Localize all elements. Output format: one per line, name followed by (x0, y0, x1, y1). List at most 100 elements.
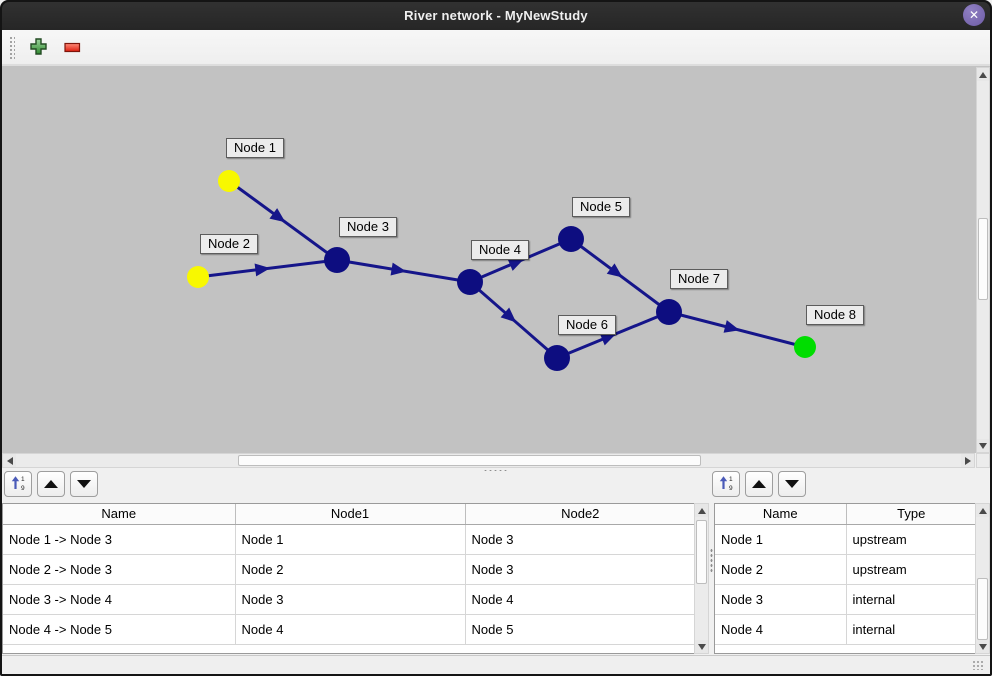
table-cell[interactable]: Node 4 (465, 584, 694, 615)
move-down-button[interactable] (70, 471, 98, 497)
node-label[interactable]: Node 2 (200, 234, 258, 254)
table-cell[interactable]: Node 1 (715, 524, 847, 555)
node-label[interactable]: Node 4 (471, 240, 529, 260)
node-label[interactable]: Node 3 (339, 217, 397, 237)
column-header[interactable]: Type (846, 504, 975, 525)
vscroll-thumb[interactable] (977, 578, 988, 640)
move-down-button[interactable] (778, 471, 806, 497)
scroll-down-button[interactable] (695, 640, 708, 653)
scroll-up-button[interactable] (976, 504, 989, 517)
svg-text:9: 9 (729, 485, 733, 491)
edge-arrow-icon (507, 258, 524, 271)
table-cell[interactable]: Node 1 (235, 524, 466, 555)
table-cell[interactable]: Node 1 -> Node 3 (3, 524, 236, 555)
node[interactable] (457, 269, 483, 295)
move-up-button[interactable] (37, 471, 65, 497)
reaches-table-vscrollbar[interactable] (694, 503, 709, 654)
sort-button[interactable]: 1 9 (4, 471, 32, 497)
vertical-splitter[interactable] (710, 548, 713, 574)
column-header[interactable]: Name (715, 504, 847, 525)
close-icon: ✕ (968, 8, 980, 22)
table-cell[interactable]: Node 3 (465, 524, 694, 555)
table-cell[interactable]: Node 3 (715, 584, 847, 615)
node[interactable] (558, 226, 584, 252)
river-network-canvas[interactable]: Node 1 Node 2 Node 3 Node 4 Node 5 Node 6 Node… (2, 67, 976, 453)
table-cell[interactable]: Node 4 (715, 614, 847, 645)
table-cell[interactable]: Node 2 -> Node 3 (3, 554, 236, 585)
title-bar[interactable]: River network - MyNewStudy ✕ (0, 0, 992, 30)
scroll-down-button[interactable] (976, 640, 989, 653)
table-cell[interactable]: Node 3 (235, 584, 466, 615)
node-label[interactable]: Node 7 (670, 269, 728, 289)
scroll-up-button[interactable] (695, 504, 708, 517)
node-label[interactable]: Node 8 (806, 305, 864, 325)
column-header[interactable]: Node1 (235, 504, 466, 525)
move-up-button[interactable] (745, 471, 773, 497)
scroll-right-button[interactable] (961, 454, 974, 467)
svg-text:1: 1 (21, 476, 25, 483)
node[interactable] (218, 170, 240, 192)
node[interactable] (794, 336, 816, 358)
column-header[interactable]: Node2 (465, 504, 694, 525)
table-cell[interactable]: Node 3 -> Node 4 (3, 584, 236, 615)
table-cell[interactable]: Node 5 (465, 614, 694, 645)
node[interactable] (656, 299, 682, 325)
down-arrow-icon (697, 643, 706, 650)
table-cell[interactable]: Node 4 (235, 614, 466, 645)
horizontal-splitter[interactable] (2, 468, 990, 472)
resize-grip-icon[interactable] (972, 660, 984, 670)
table-cell[interactable]: Node 4 -> Node 5 (3, 614, 236, 645)
right-arrow-icon (964, 456, 971, 465)
scroll-left-button[interactable] (3, 454, 16, 467)
close-button[interactable]: ✕ (963, 4, 985, 26)
node[interactable] (324, 247, 350, 273)
node[interactable] (544, 345, 570, 371)
table-cell[interactable]: Node 3 (465, 554, 694, 585)
canvas-hscrollbar[interactable] (2, 453, 975, 468)
node-label[interactable]: Node 6 (558, 315, 616, 335)
table-cell[interactable]: Node 2 (235, 554, 466, 585)
hscroll-thumb[interactable] (238, 455, 701, 466)
edge-arrow-icon (254, 263, 271, 277)
minus-icon (63, 41, 81, 56)
up-arrow-icon (979, 71, 987, 78)
column-header[interactable]: Name (3, 504, 236, 525)
toolbar-drag-handle[interactable] (8, 35, 15, 61)
table-cell[interactable]: upstream (846, 524, 975, 555)
up-triangle-icon (752, 480, 766, 488)
table-cell[interactable]: internal (846, 584, 975, 615)
scroll-up-button[interactable] (977, 68, 989, 81)
remove-button[interactable] (59, 35, 85, 61)
table-cell[interactable]: upstream (846, 554, 975, 585)
window-title: River network - MyNewStudy (404, 7, 588, 23)
sort-button[interactable]: 1 9 (712, 471, 740, 497)
table-cell[interactable]: Node 2 (715, 554, 847, 585)
table-cell[interactable]: internal (846, 614, 975, 645)
scroll-down-button[interactable] (977, 439, 989, 452)
status-bar (2, 655, 990, 674)
nodes-table-vscrollbar[interactable] (975, 503, 990, 654)
reaches-toolbar: 1 9 (4, 471, 98, 499)
edge-arrow-icon (500, 307, 517, 323)
add-button[interactable] (25, 35, 51, 61)
node-label[interactable]: Node 1 (226, 138, 284, 158)
node-label[interactable]: Node 5 (572, 197, 630, 217)
main-toolbar (2, 30, 990, 67)
node[interactable] (187, 266, 209, 288)
canvas-vscrollbar[interactable] (976, 67, 990, 453)
vscroll-thumb[interactable] (696, 520, 707, 584)
scrollbar-corner (976, 453, 990, 468)
vscroll-thumb[interactable] (978, 218, 988, 300)
splitter-grip-icon (483, 468, 509, 472)
